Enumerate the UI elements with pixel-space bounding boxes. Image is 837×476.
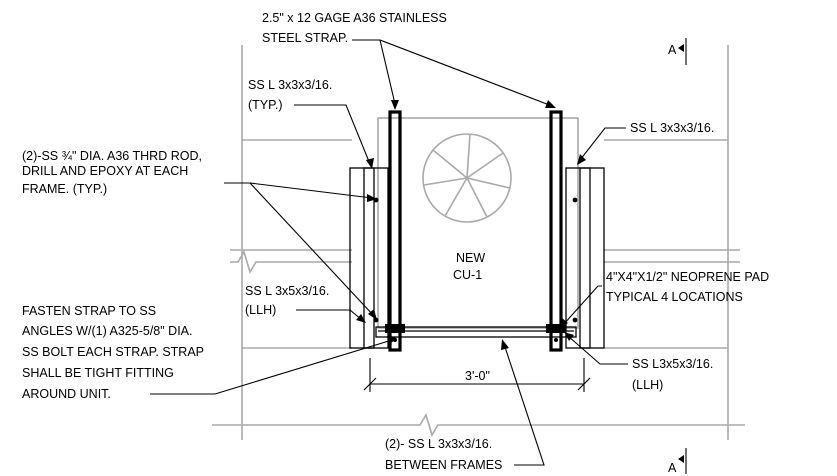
note-fasten-line-1: FASTEN STRAP TO SS [22, 304, 156, 318]
angle-between-frames [375, 326, 577, 338]
steel-framing [349, 110, 605, 352]
note-angle-right: SS L 3x3x3/16. [630, 121, 714, 135]
neoprene-pad-right [546, 324, 566, 333]
note-strap-line-2: STEEL STRAP. [262, 31, 348, 45]
existing-bottom-line [212, 413, 745, 437]
section-mark-top: A [668, 38, 687, 65]
frame-angle-right [565, 167, 605, 349]
leaders [150, 39, 628, 466]
fan-blades [423, 133, 511, 218]
note-angle-llh-left-line-2: (LLH) [245, 303, 276, 317]
note-angle-llh-right-line-2: (LLH) [632, 378, 663, 392]
note-rod-line-3: FRAME. (TYP.) [22, 182, 107, 196]
neoprene-pad-left [385, 324, 405, 333]
unit-outline [377, 117, 579, 329]
note-between-line-2: BETWEEN FRAMES [385, 458, 502, 472]
condensing-unit: NEW CU-1 [377, 117, 579, 329]
note-angle-left-line-2: (TYP.) [248, 98, 283, 112]
notes: 2.5" x 12 GAGE A36 STAINLESS STEEL STRAP… [22, 11, 769, 472]
note-between-line-1: (2)- SS L 3x3x3/16. [385, 437, 492, 451]
unit-label-line-1: NEW [456, 251, 485, 265]
note-angle-llh-right-line-1: SS L3x5x3/16. [632, 357, 713, 371]
section-mark-top-label: A [668, 43, 677, 57]
note-angle-llh-left-line-1: SS L 3x5x3/16. [245, 284, 329, 298]
unit-label-line-2: CU-1 [453, 268, 482, 282]
note-pad-line-1: 4"X4"X1/2" NEOPRENE PAD [606, 270, 769, 284]
existing-break-line-left [230, 250, 352, 274]
fan-circle [422, 133, 512, 223]
strap-right [549, 110, 563, 352]
note-rod-line-2: DRILL AND EPOXY AT EACH [22, 164, 188, 178]
note-pad-line-2: TYPICAL 4 LOCATIONS [606, 290, 743, 304]
dimension-width: 3'-0" [363, 358, 591, 392]
strap-bolt-right [554, 338, 558, 342]
note-fasten-line-4: SHALL BE TIGHT FITTING [22, 366, 174, 380]
dimension-label: 3'-0" [465, 369, 490, 383]
existing-structure [212, 45, 745, 440]
note-angle-left-line-1: SS L 3x3x3/16. [248, 78, 332, 92]
note-fasten-line-2: ANGLES W/(1) A325-5/8" DIA. [22, 324, 192, 338]
rod-bolt-left-lower [373, 317, 379, 323]
rod-bolt-right-lower [572, 317, 578, 323]
frame-angle-right-leg [579, 167, 591, 349]
note-strap-line-1: 2.5" x 12 GAGE A36 STAINLESS [262, 11, 447, 25]
strap-left [388, 110, 402, 352]
frame-angle-left-leg [363, 167, 375, 349]
section-mark-bottom: A [668, 448, 687, 475]
section-mark-bottom-label: A [668, 461, 677, 475]
note-rod-line-1: (2)-SS ¾" DIA. A36 THRD ROD, [22, 149, 202, 163]
note-fasten-line-5: AROUND UNIT. [22, 387, 111, 401]
rod-bolt-right-upper [572, 197, 578, 203]
note-fasten-line-3: SS BOLT EACH STRAP. STRAP [22, 345, 204, 359]
